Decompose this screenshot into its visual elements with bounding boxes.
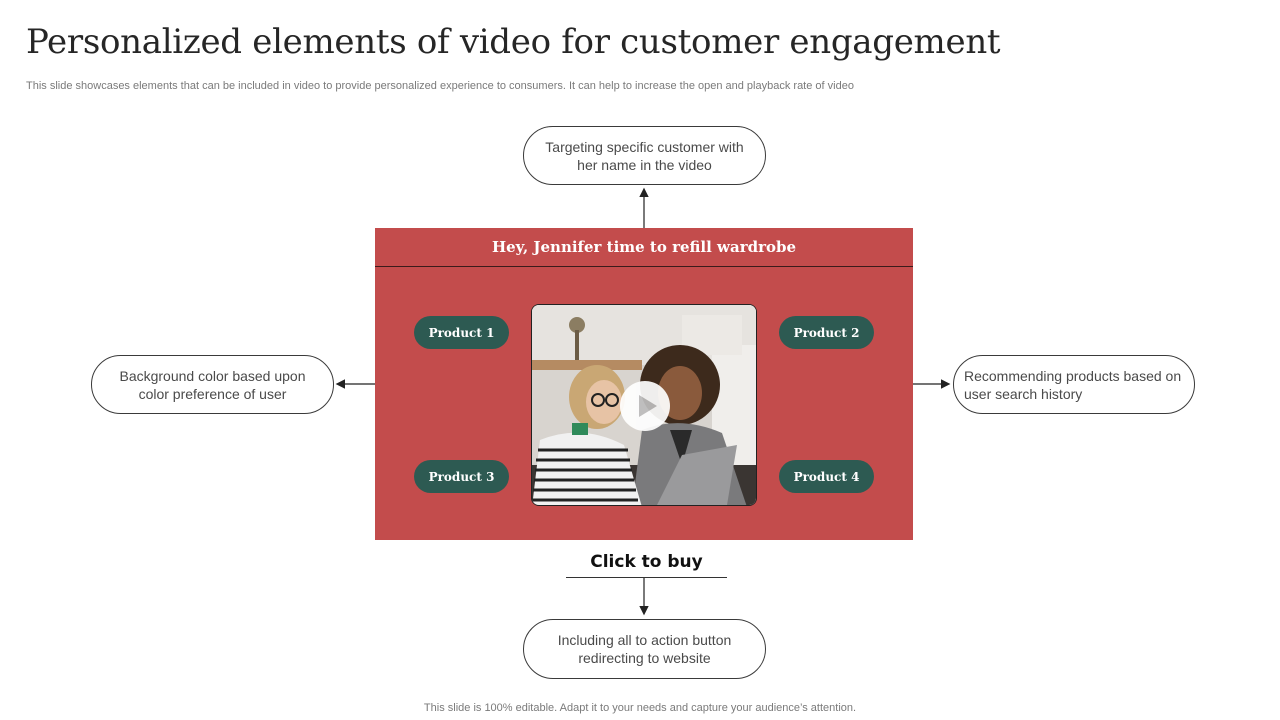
- panel-heading: Hey, Jennifer time to refill wardrobe: [375, 228, 913, 267]
- slide-title: Personalized elements of video for custo…: [26, 22, 1001, 62]
- video-scene: [532, 305, 756, 505]
- top-note: Targeting specific customer with her nam…: [523, 126, 766, 185]
- product-4-button[interactable]: Product 4: [779, 460, 874, 493]
- bottom-note: Including all to action button redirecti…: [523, 619, 766, 679]
- product-1-button[interactable]: Product 1: [414, 316, 509, 349]
- play-icon[interactable]: [620, 381, 670, 431]
- slide-subtitle: This slide showcases elements that can b…: [26, 80, 854, 92]
- product-3-button[interactable]: Product 3: [414, 460, 509, 493]
- bottom-note-text: Including all to action button redirecti…: [557, 632, 732, 666]
- top-note-text: Targeting specific customer with her nam…: [545, 138, 744, 173]
- click-to-buy-button[interactable]: Click to buy: [590, 552, 703, 572]
- slide-footer: This slide is 100% editable. Adapt it to…: [423, 702, 857, 714]
- video-thumbnail[interactable]: [531, 304, 757, 506]
- right-note: Recommending products based on user sear…: [953, 355, 1195, 414]
- cta-underline: [566, 577, 727, 578]
- right-note-text: Recommending products based on user sear…: [964, 367, 1182, 402]
- left-note: Background color based upon color prefer…: [91, 355, 334, 414]
- left-note-text: Background color based upon color prefer…: [119, 367, 306, 402]
- product-2-button[interactable]: Product 2: [779, 316, 874, 349]
